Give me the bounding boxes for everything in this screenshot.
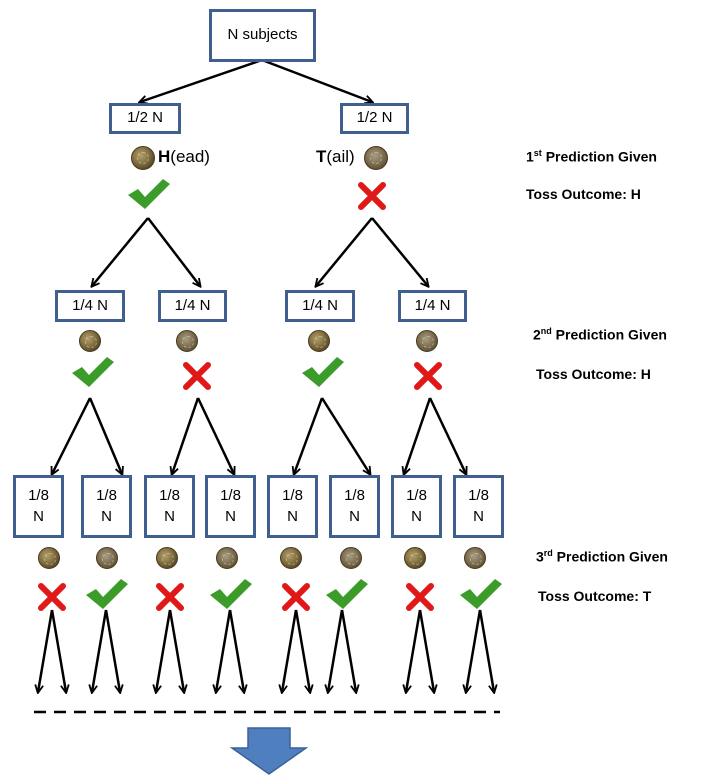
node-level1-right: 1/2 N <box>340 103 409 134</box>
check-mark-icon <box>460 579 502 609</box>
coin-tails-icon <box>216 547 238 569</box>
coin-heads-icon <box>280 547 302 569</box>
cross-mark-icon <box>358 182 386 210</box>
cross-mark-icon <box>183 362 211 390</box>
cross-mark-icon <box>38 583 66 611</box>
toss-outcome-3: Toss Outcome: T <box>538 588 652 604</box>
heads-label: H(ead) <box>158 147 210 166</box>
branch-arrow <box>92 217 149 286</box>
check-mark-icon <box>86 579 128 609</box>
branch-arrow <box>371 217 428 286</box>
check-mark-icon <box>302 357 344 387</box>
node-level1-left: 1/2 N <box>109 103 181 134</box>
coin-heads-icon <box>38 547 60 569</box>
coin-heads-icon <box>79 330 101 352</box>
check-mark-icon <box>128 179 170 209</box>
prediction-1-label: 1st Prediction Given <box>526 148 657 165</box>
coin-tails-icon <box>416 330 438 352</box>
tails-label: T(ail) <box>316 147 355 166</box>
cross-mark-icon <box>414 362 442 390</box>
coin-tails-icon <box>176 330 198 352</box>
node-level2-1: 1/4 N <box>55 290 125 322</box>
branch-arrow <box>172 397 200 474</box>
branch-arrow <box>294 397 324 474</box>
branch-arrow <box>320 397 370 474</box>
branch-arrow <box>147 217 200 286</box>
cross-mark-icon <box>282 583 310 611</box>
toss-outcome-1: Toss Outcome: H <box>526 186 641 202</box>
coin-tails-icon <box>340 547 362 569</box>
coin-heads-icon <box>404 547 426 569</box>
branch-arrow <box>140 58 263 102</box>
node-level2-4: 1/4 N <box>398 290 467 322</box>
branch-arrow <box>261 58 372 102</box>
coin-tails-icon <box>96 547 118 569</box>
coin-tails-icon <box>364 146 388 170</box>
branch-arrow <box>428 397 466 474</box>
continuation-arrows <box>38 609 494 692</box>
node-level2-3: 1/4 N <box>285 290 355 322</box>
cross-mark-icon <box>156 583 184 611</box>
branch-arrow <box>196 397 234 474</box>
branch-arrow <box>88 397 122 474</box>
down-arrow-icon <box>229 727 309 775</box>
root-label: N subjects <box>227 26 298 44</box>
branch-arrow <box>316 217 373 286</box>
check-mark-icon <box>326 579 368 609</box>
cross-mark-icon <box>406 583 434 611</box>
branch-arrow <box>52 397 92 474</box>
coin-heads-icon <box>156 547 178 569</box>
prediction-3-label: 3rd Prediction Given <box>536 548 668 565</box>
coin-heads-icon <box>308 330 330 352</box>
node-level2-2: 1/4 N <box>158 290 227 322</box>
coin-heads-icon <box>131 146 155 170</box>
root-node: N subjects <box>209 9 316 62</box>
check-mark-icon <box>72 357 114 387</box>
check-mark-icon <box>210 579 252 609</box>
prediction-2-label: 2nd Prediction Given <box>533 326 667 343</box>
branch-arrow <box>404 397 432 474</box>
coin-tails-icon <box>464 547 486 569</box>
toss-outcome-2: Toss Outcome: H <box>536 366 651 382</box>
